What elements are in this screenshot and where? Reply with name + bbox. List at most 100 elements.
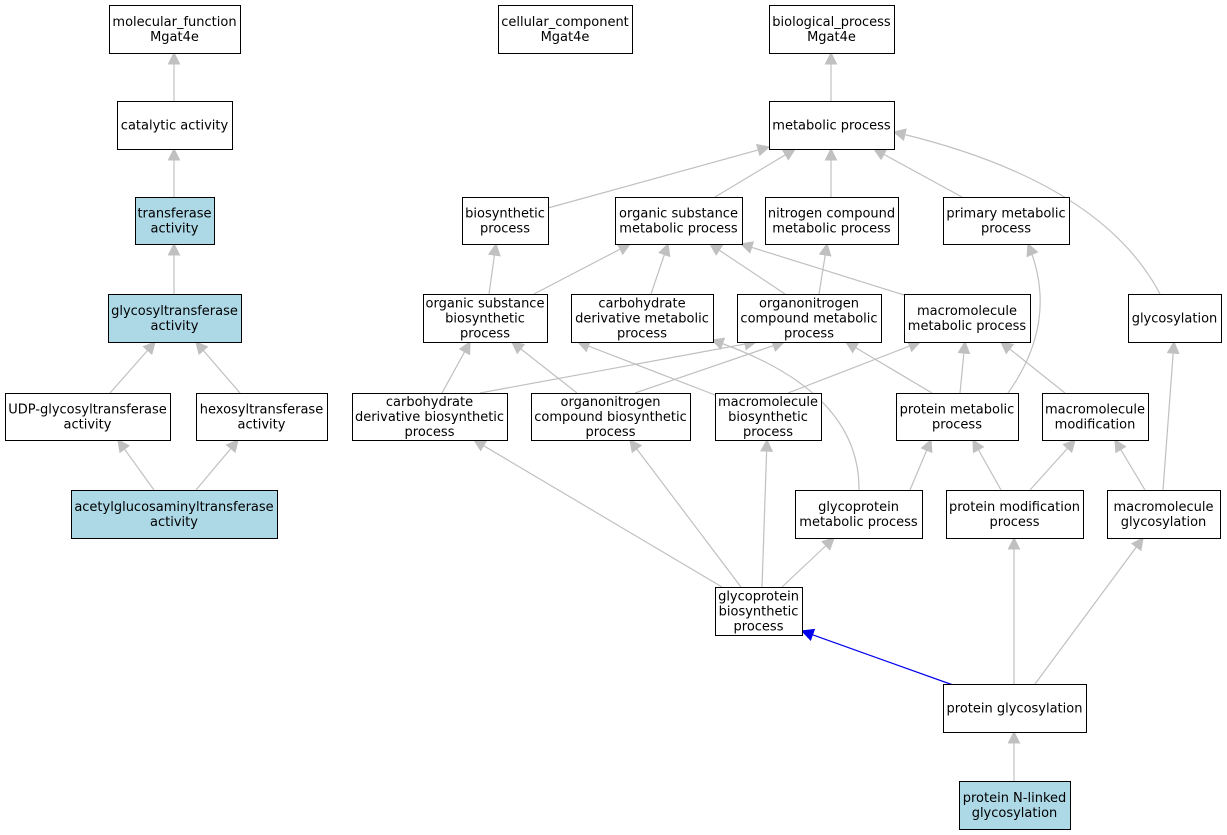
edge-glycoprotein-biosynthetic-to-glycoprotein-metabolic (781, 537, 835, 588)
node-box[interactable] (715, 587, 803, 636)
node-box[interactable] (769, 101, 895, 150)
node-glycosylation[interactable]: glycosylation (1128, 294, 1222, 343)
node-box[interactable] (571, 294, 714, 343)
node-label: biosynthetic (465, 207, 545, 222)
node-box[interactable] (1107, 490, 1221, 539)
edge-glycoprotein-biosynthetic-to-organonitrogen-biosynthetic (629, 438, 742, 588)
node-protein-glycosylation[interactable]: protein glycosylation (943, 684, 1087, 733)
node-box[interactable] (943, 684, 1087, 733)
edge-organonitrogen-biosynthetic-to-org-sub-biosynthetic (510, 341, 578, 394)
node-metabolic[interactable]: metabolic process (769, 101, 895, 150)
node-box[interactable] (71, 490, 278, 539)
node-label: acetylglucosaminyltransferase (74, 500, 273, 515)
node-label: Mgat4e (541, 30, 590, 45)
node-box[interactable] (715, 393, 822, 441)
node-label: derivative biosynthetic (355, 410, 504, 425)
node-box[interactable] (531, 393, 691, 441)
node-label: metabolic process (799, 515, 918, 530)
node-box[interactable] (108, 294, 242, 343)
node-label: protein glycosylation (947, 702, 1083, 717)
edge-organonitrogen-metabolic-to-org-sub-metabolic (708, 243, 786, 295)
node-box[interactable] (5, 393, 171, 441)
node-catalytic[interactable]: catalytic activity (117, 101, 233, 150)
node-box[interactable] (109, 5, 241, 54)
node-box[interactable] (1128, 294, 1222, 343)
node-label: catalytic activity (121, 119, 229, 134)
edge-carb-deriv-metabolic-to-org-sub-metabolic (650, 242, 671, 295)
node-label: glycosylation (1121, 515, 1207, 530)
node-box[interactable] (196, 393, 328, 441)
node-label: cellular_component (501, 15, 629, 30)
node-label: carbohydrate (598, 297, 685, 312)
node-box[interactable] (737, 294, 882, 343)
node-box[interactable] (769, 5, 895, 54)
node-label: organic substance (619, 207, 738, 222)
edge-organonitrogen-biosynthetic-to-organonitrogen-metabolic (634, 339, 786, 394)
edge-protein-metabolic-to-macromolecule-metabolic (957, 340, 971, 394)
node-box[interactable] (117, 101, 233, 150)
node-box[interactable] (352, 393, 508, 441)
node-label: macromolecule (917, 304, 1017, 319)
node-label: molecular_function (112, 15, 236, 30)
edge-glycoprotein-metabolic-to-organonitrogen-metabolic (710, 337, 860, 491)
edge-glycoprotein-biosynthetic-to-macromolecule-biosynthetic (760, 438, 774, 588)
node-box[interactable] (765, 197, 899, 245)
node-label: protein N-linked (963, 791, 1067, 806)
node-box[interactable] (135, 197, 215, 245)
edge-glycoprotein-metabolic-to-protein-metabolic (909, 438, 933, 491)
node-label: glycosylation (1132, 312, 1218, 327)
node-box[interactable] (423, 294, 548, 343)
node-label: compound biosynthetic (534, 410, 687, 425)
node-box[interactable] (795, 490, 923, 539)
node-box[interactable] (959, 781, 1071, 830)
node-label: nitrogen compound (768, 207, 895, 222)
node-label: metabolic process (772, 222, 891, 237)
node-box[interactable] (904, 294, 1031, 343)
edge-udp-glycosyltransferase-to-glycosyltransferase (109, 341, 156, 394)
node-label: biosynthetic (719, 605, 799, 620)
node-label: process (734, 620, 784, 635)
node-box[interactable] (896, 393, 1019, 441)
edge-org-sub-biosynthetic-to-biosynthetic (487, 242, 501, 295)
nodes-layer: molecular_functionMgat4ecellular_compone… (5, 5, 1222, 830)
edge-glycoprotein-biosynthetic-to-carb-deriv-biosynthetic (472, 439, 723, 588)
edge-organonitrogen-metabolic-to-nitrogen-compound (818, 242, 832, 295)
node-label: transferase (137, 207, 211, 222)
node-box[interactable] (943, 197, 1070, 245)
node-box[interactable] (498, 5, 633, 54)
node-label: carbohydrate (386, 395, 473, 410)
node-label: activity (64, 418, 112, 433)
node-box[interactable] (615, 197, 743, 245)
node-box[interactable] (1042, 393, 1149, 441)
node-label: UDP-glycosyltransferase (8, 403, 167, 418)
node-box[interactable] (946, 490, 1084, 539)
node-box[interactable] (462, 197, 549, 245)
node-label: protein metabolic (900, 403, 1015, 418)
